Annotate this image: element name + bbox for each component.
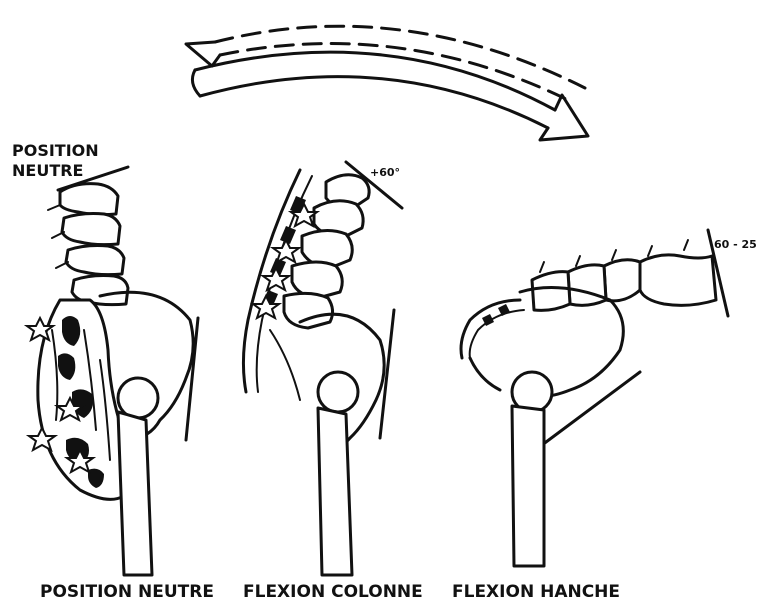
neutre-label-line2: NEUTRE xyxy=(12,161,83,180)
caption-position-neutre: POSITION NEUTRE xyxy=(40,582,214,601)
hip-angle-label: 60 - 25 xyxy=(714,238,757,251)
spine-angle-label: +60° xyxy=(370,166,400,179)
figure-position-neutre xyxy=(27,167,198,575)
position-label-line1: POSITION xyxy=(12,141,99,160)
caption-flexion-hanche: FLEXION HANCHE xyxy=(452,582,620,601)
figure-flexion-colonne: +60° xyxy=(243,162,402,575)
figure-flexion-hanche: 60 - 25 xyxy=(461,230,757,566)
vertebrae-column xyxy=(48,184,128,305)
curved-left-arrow-icon xyxy=(186,26,585,100)
curved-right-arrow-icon xyxy=(192,52,588,140)
caption-flexion-colonne: FLEXION COLONNE xyxy=(243,582,423,601)
vertebrae-column xyxy=(532,240,716,310)
